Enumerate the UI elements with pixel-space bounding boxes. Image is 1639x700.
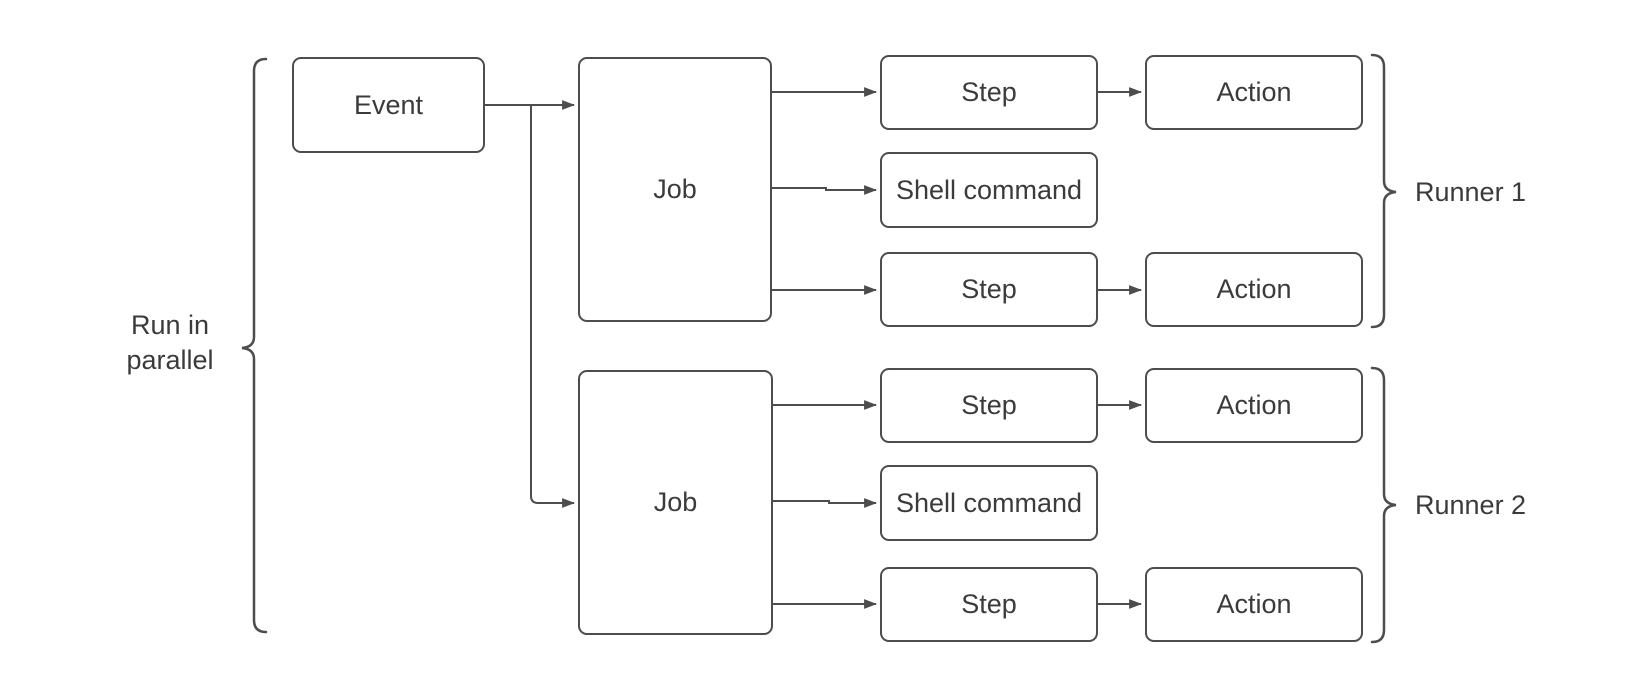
node-job-1: Job (578, 57, 772, 322)
runner-2-brace (1370, 366, 1397, 644)
arrow-event-to-job-2 (530, 105, 576, 508)
node-action-3: Action (1145, 368, 1363, 443)
arrow-job-1-to-shell-command-1 (772, 185, 878, 195)
run-in-parallel-brace (241, 57, 268, 634)
node-job-2: Job (578, 370, 773, 635)
runner-1-label: Runner 1 (1415, 176, 1527, 207)
runner-2-label: Runner 2 (1415, 489, 1527, 520)
node-shell-command-1: Shell command (880, 152, 1098, 228)
node-shell-command-2: Shell command (880, 465, 1098, 541)
runner-1-brace (1370, 53, 1397, 329)
node-step-1: Step (880, 55, 1098, 130)
arrow-job-2-to-shell-command-2 (773, 498, 878, 508)
node-action-2: Action (1145, 252, 1363, 327)
node-step-4: Step (880, 567, 1098, 642)
node-step-3: Step (880, 368, 1098, 443)
node-step-2: Step (880, 252, 1098, 327)
run-in-parallel-label: Run in parallel (126, 310, 214, 375)
node-action-4: Action (1145, 567, 1363, 642)
node-event: Event (292, 57, 485, 153)
node-action-1: Action (1145, 55, 1363, 130)
